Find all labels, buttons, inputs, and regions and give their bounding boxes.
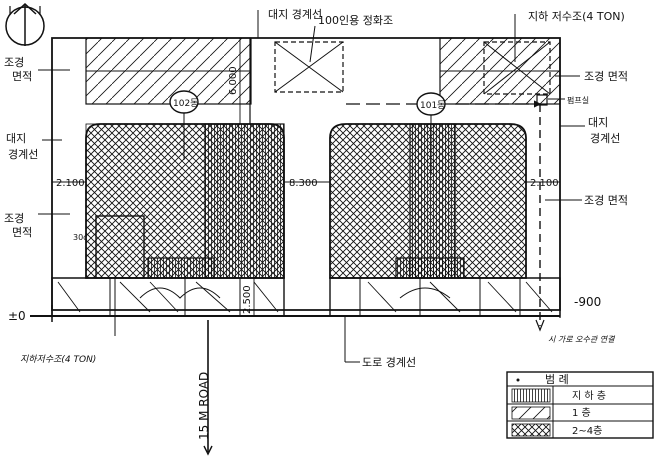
label-site-boundary-left-1: 대지 bbox=[6, 132, 26, 145]
label-level-zero: ±0 bbox=[8, 309, 26, 323]
label-dim-right-setback: 2.100 bbox=[530, 178, 559, 189]
label-site-boundary-top: 대지 경계선 bbox=[268, 8, 322, 21]
label-site-boundary-right-2: 경계선 bbox=[590, 132, 620, 145]
label-landscape-left-top-1: 조경 bbox=[4, 56, 24, 69]
label-landscape-left-mid-1: 조경 bbox=[4, 212, 24, 225]
label-dim-left-setback: 2.100 bbox=[56, 178, 85, 189]
legend-label-1f: 1 층 bbox=[572, 407, 591, 419]
label-road-boundary: 도로 경계선 bbox=[362, 356, 416, 369]
underground-reservoir-box-right bbox=[483, 41, 551, 95]
dimension-lines bbox=[52, 38, 560, 316]
landscape-area-top bbox=[85, 37, 561, 105]
legend-swatch-2-4f bbox=[511, 423, 551, 437]
label-site-boundary-right-1: 대지 bbox=[588, 116, 608, 129]
building-102 bbox=[85, 123, 285, 279]
tag-101 bbox=[416, 92, 446, 175]
legend-label-basement: 지 하 층 bbox=[572, 389, 606, 402]
label-bldg-102: 102동 bbox=[173, 98, 198, 109]
label-dim-gap: 8.300 bbox=[289, 178, 318, 189]
septic-tank-box bbox=[274, 41, 344, 93]
legend bbox=[506, 371, 654, 439]
legend-title: 범 례 bbox=[545, 373, 569, 386]
label-landscape-right-mid: 조경 면적 bbox=[584, 194, 628, 207]
tag-102 bbox=[169, 90, 199, 160]
leader-lines bbox=[38, 10, 585, 363]
label-septic-tank: 100인용 정화조 bbox=[318, 14, 393, 27]
driveway bbox=[249, 38, 548, 332]
label-pump-room: 펌프실 bbox=[567, 95, 589, 105]
label-landscape-left-mid-2: 면적 bbox=[12, 226, 32, 239]
label-note-right: 시 가로 오수관 연결 bbox=[548, 335, 616, 344]
label-underground-reservoir-left: 지하저수조(4 TON) bbox=[20, 354, 96, 365]
building-101 bbox=[329, 123, 527, 279]
label-level-right: -900 bbox=[574, 295, 601, 309]
label-site-boundary-left-2: 경계선 bbox=[8, 148, 38, 161]
legend-swatch-basement bbox=[511, 388, 551, 403]
label-bldg-101: 101동 bbox=[420, 100, 445, 111]
label-dim-top-setback: 6.000 bbox=[228, 66, 239, 95]
label-small-code: 30c bbox=[73, 233, 88, 242]
label-dim-front-setback: 2.500 bbox=[242, 285, 253, 314]
label-landscape-left-top-2: 면적 bbox=[12, 70, 32, 83]
road-arrow bbox=[203, 320, 213, 456]
north-arrow-icon bbox=[5, 2, 45, 46]
label-landscape-right-top: 조경 면적 bbox=[584, 70, 628, 83]
label-underground-reservoir-right: 지하 저수조(4 TON) bbox=[528, 9, 625, 23]
legend-swatch-1f bbox=[511, 406, 551, 420]
legend-label-2-4f: 2~4층 bbox=[572, 425, 602, 437]
road-boundary-line bbox=[30, 305, 560, 322]
label-road: 15 M ROAD bbox=[197, 372, 211, 440]
